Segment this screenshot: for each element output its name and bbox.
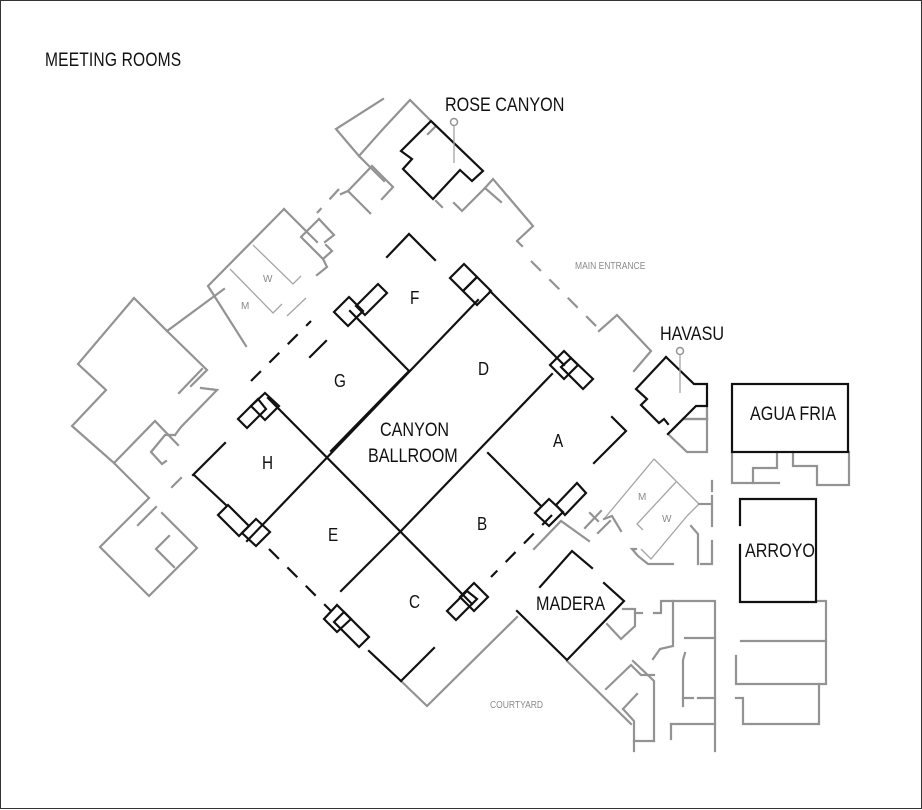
landmark-main-entrance: MAIN ENTRANCE <box>575 261 646 272</box>
room-label-section-h[interactable]: H <box>262 453 274 473</box>
building-outline-northeast <box>434 177 653 373</box>
room-label-section-d[interactable]: D <box>478 359 490 379</box>
room-label-rose-canyon[interactable]: ROSE CANYON <box>445 95 565 116</box>
room-label-section-c[interactable]: C <box>409 592 421 612</box>
canyon-ballroom-outline <box>191 232 628 683</box>
room-label-canyon-ballroom-line2[interactable]: BALLROOM <box>368 446 458 467</box>
restroom-women-west: W <box>263 274 273 285</box>
room-label-havasu[interactable]: HAVASU <box>660 324 725 345</box>
rose-canyon-outline <box>399 117 485 201</box>
room-label-canyon-ballroom-line1[interactable]: CANYON <box>380 420 450 441</box>
restroom-men-west: M <box>241 301 250 312</box>
arroyo-outline <box>738 497 818 604</box>
building-outline-east <box>399 399 851 753</box>
restroom-men-east: M <box>638 492 647 503</box>
room-label-section-f[interactable]: F <box>410 288 420 308</box>
room-label-madera[interactable]: MADERA <box>536 594 606 615</box>
room-label-section-b[interactable]: B <box>477 514 488 534</box>
map-title: MEETING ROOMS <box>45 50 182 71</box>
havasu-outline <box>634 346 709 436</box>
madera-outline <box>515 549 626 662</box>
room-label-section-e[interactable]: E <box>328 525 339 545</box>
room-label-arroyo[interactable]: ARROYO <box>745 541 816 562</box>
landmark-courtyard: COURTYARD <box>490 700 544 711</box>
restroom-women-east: W <box>662 514 672 525</box>
room-label-agua-fria[interactable]: AGUA FRIA <box>750 404 837 425</box>
room-label-section-g[interactable]: G <box>334 371 346 391</box>
building-outline-northwest <box>70 97 438 598</box>
agua-fria-outline <box>730 382 850 454</box>
room-label-section-a[interactable]: A <box>553 431 564 451</box>
